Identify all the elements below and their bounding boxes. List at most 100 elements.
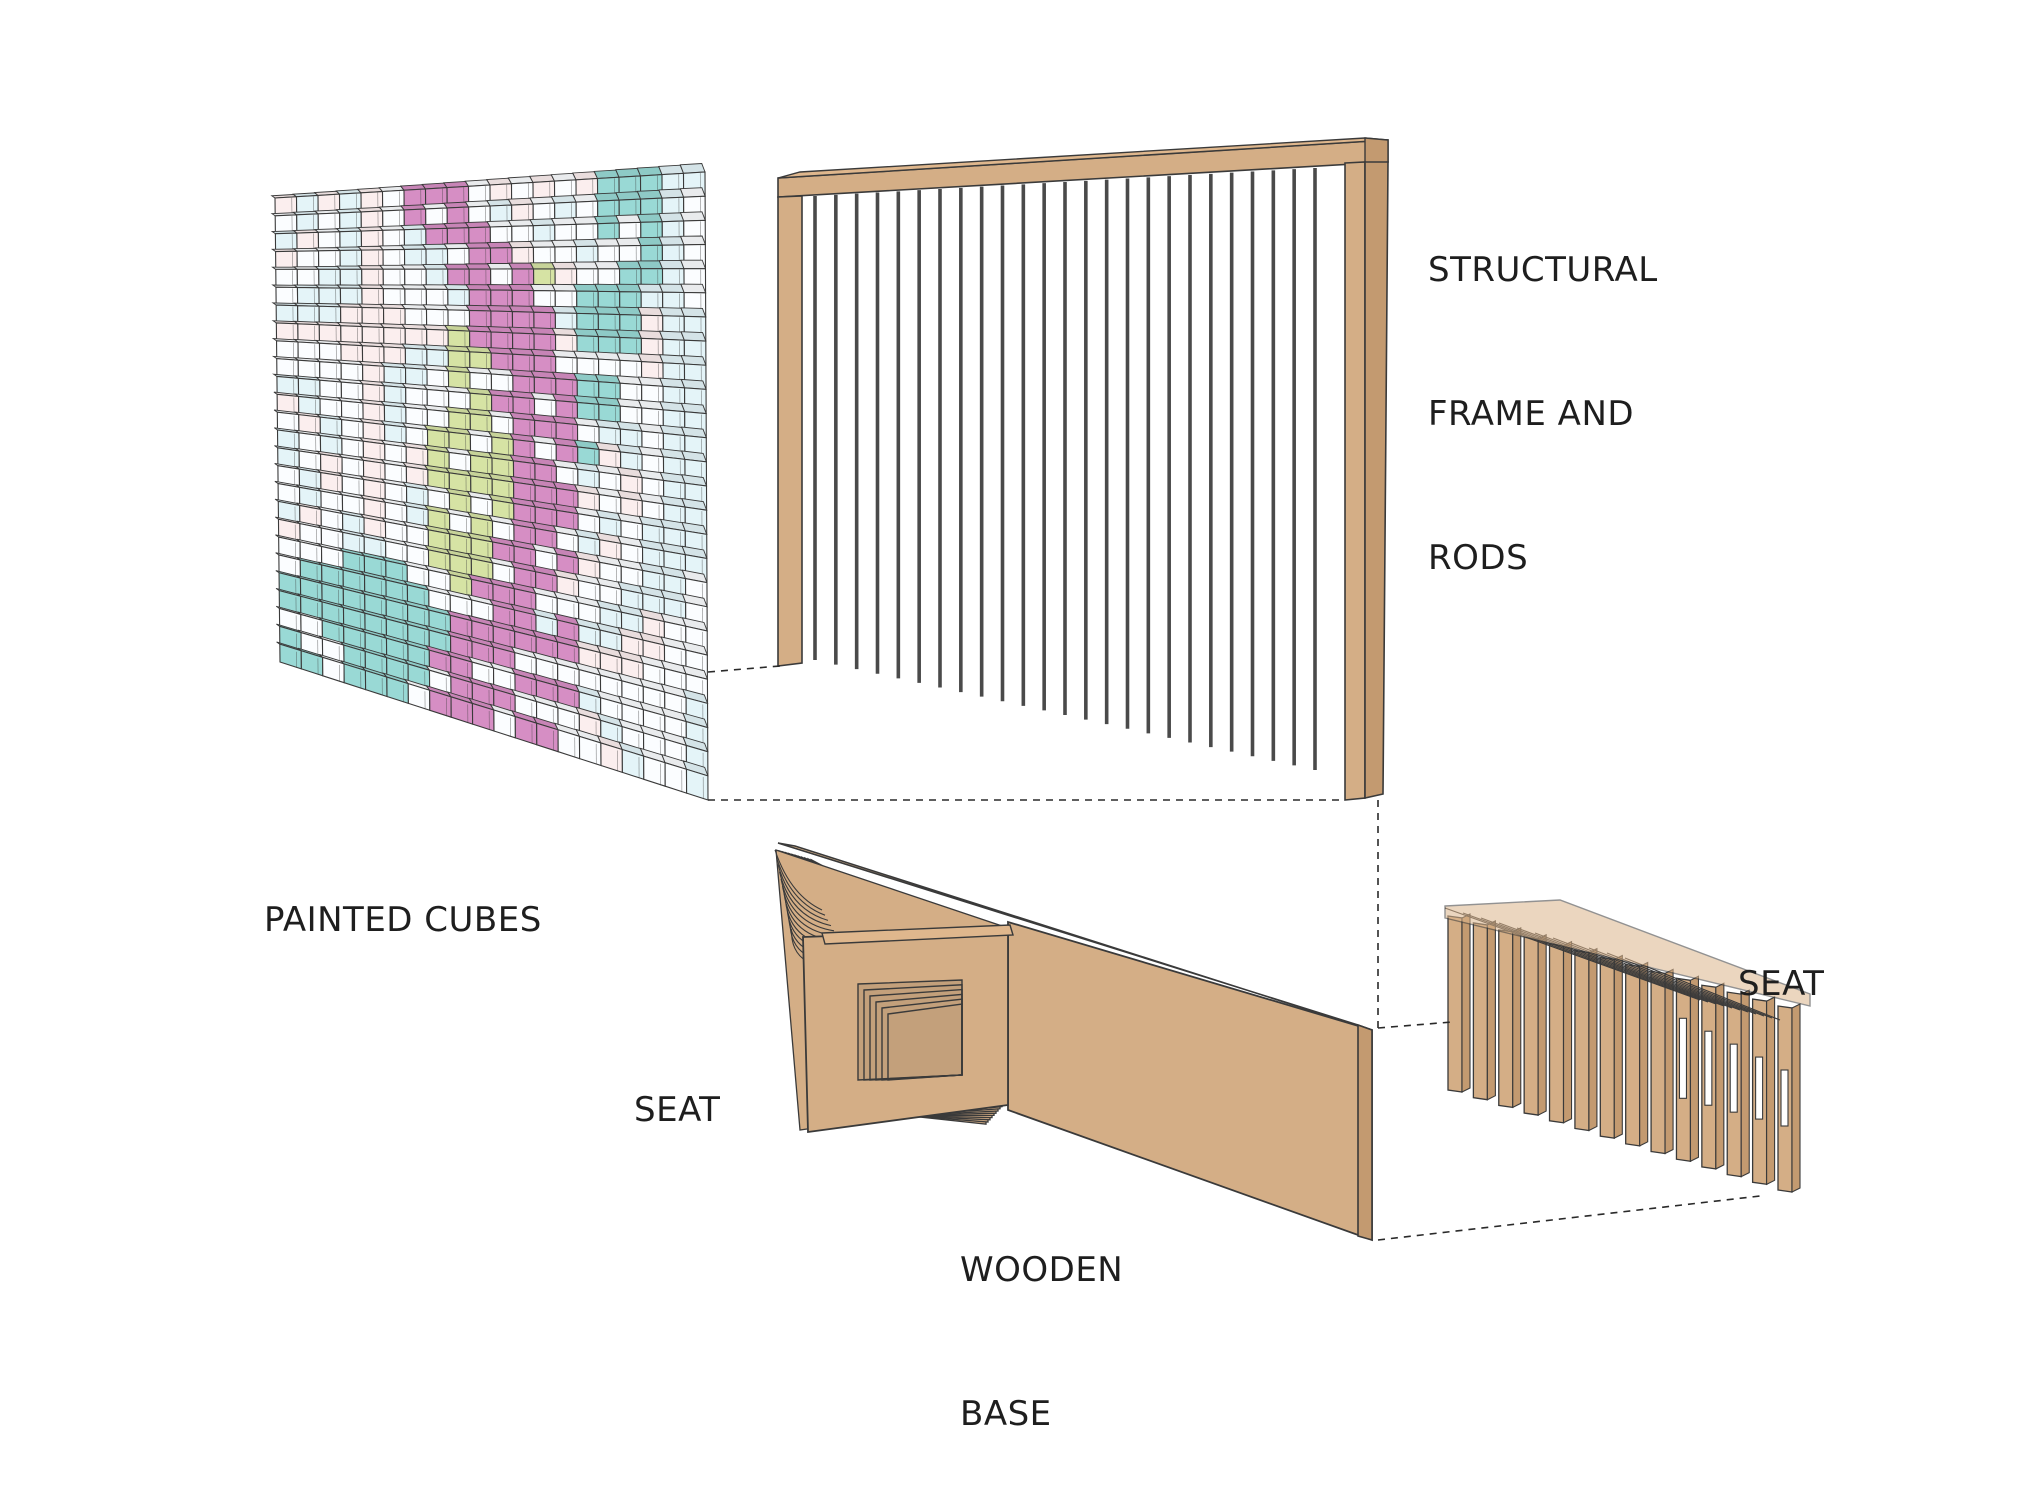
cube-top-face bbox=[573, 239, 598, 246]
wooden-base-label: WOODEN BASE bbox=[960, 1150, 1123, 1486]
cube-top-face bbox=[487, 242, 512, 248]
cube-top-face bbox=[616, 261, 641, 269]
cube-top-face bbox=[552, 284, 577, 291]
cube-top-face bbox=[659, 189, 684, 198]
cube-top-face bbox=[573, 217, 598, 224]
seat-cutout-frame bbox=[858, 980, 962, 1080]
cube-top-face bbox=[638, 284, 663, 292]
cube-top-face bbox=[681, 236, 706, 245]
cube-top-face bbox=[595, 239, 620, 247]
cube-top-face bbox=[530, 241, 555, 248]
seat-side-slat bbox=[1600, 958, 1614, 1139]
frame-left-post bbox=[778, 196, 802, 666]
seat-side-slat-edge bbox=[1614, 956, 1622, 1139]
structural-frame-line-2: FRAME AND bbox=[1428, 390, 1658, 438]
cube-top-face bbox=[573, 284, 598, 291]
cube-top-face bbox=[681, 212, 706, 221]
cube-top-face bbox=[531, 284, 556, 290]
vertical-rods bbox=[815, 168, 1315, 770]
seat-slot bbox=[1756, 1057, 1763, 1119]
structural-frame bbox=[778, 138, 1388, 800]
cube-top-face bbox=[616, 238, 641, 246]
frame-right-post-side bbox=[1365, 162, 1388, 798]
structural-frame-line-1: STRUCTURAL bbox=[1428, 246, 1658, 294]
seat-side-slat bbox=[1473, 923, 1487, 1100]
seat-side-slat bbox=[1575, 951, 1589, 1131]
seat-slot bbox=[1781, 1070, 1788, 1126]
base-panel-end bbox=[1358, 1025, 1372, 1240]
cube-top-face bbox=[488, 285, 513, 291]
cube-top-face bbox=[659, 261, 684, 269]
cube-top-face bbox=[444, 264, 469, 269]
seat-side-slat bbox=[1651, 971, 1665, 1153]
frame-top-beam-end bbox=[1365, 138, 1388, 165]
cube-top-face bbox=[638, 307, 663, 315]
cube-top-face bbox=[380, 265, 405, 269]
guide-line bbox=[1378, 1022, 1452, 1028]
seat-side-slat-edge bbox=[1665, 969, 1673, 1153]
painted-cubes-label: PAINTED CUBES bbox=[264, 800, 542, 992]
cube-top-face bbox=[659, 213, 684, 222]
cube-top-face bbox=[638, 214, 663, 222]
seat-side-slat-edge bbox=[1690, 976, 1698, 1161]
guide-line bbox=[708, 666, 780, 672]
cube-top-face bbox=[659, 284, 684, 292]
seat-side-slat-edge bbox=[1564, 942, 1572, 1123]
guide-line bbox=[1378, 1196, 1760, 1240]
seat-side-slat bbox=[1448, 916, 1462, 1092]
wooden-base-line-1: WOODEN bbox=[960, 1246, 1123, 1294]
seat-side-slat-edge bbox=[1716, 983, 1724, 1169]
left-seat bbox=[775, 850, 1013, 1132]
cube-top-face bbox=[616, 284, 641, 292]
cube-top-face bbox=[616, 215, 641, 223]
cube-top-face bbox=[659, 237, 684, 245]
cube-top-face bbox=[423, 265, 448, 270]
seat-side-slat-edge bbox=[1589, 949, 1597, 1131]
cube-top-face bbox=[681, 260, 706, 269]
seat-side-slat-edge bbox=[1513, 928, 1521, 1108]
seat-side-slat bbox=[1524, 937, 1538, 1115]
cube-top-face bbox=[595, 307, 620, 315]
cube-top-face bbox=[509, 263, 534, 269]
seat-side-slat-edge bbox=[1640, 962, 1648, 1145]
seat-side-slat bbox=[1626, 964, 1640, 1145]
cube-top-face bbox=[617, 307, 642, 315]
painted-cubes-text: PAINTED CUBES bbox=[264, 896, 542, 944]
structural-frame-label: STRUCTURAL FRAME AND RODS bbox=[1428, 150, 1658, 630]
cube-top-face bbox=[552, 240, 577, 247]
seat-side-slat bbox=[1550, 944, 1564, 1123]
cube-top-face bbox=[595, 216, 620, 224]
seat-side-slat-edge bbox=[1538, 935, 1546, 1115]
seat-side-slat bbox=[1499, 930, 1513, 1108]
wooden-base-line-2: BASE bbox=[960, 1390, 1123, 1438]
cube-top-face bbox=[681, 308, 706, 317]
frame-right-post-front bbox=[1345, 162, 1365, 800]
cube-top-face bbox=[530, 263, 555, 269]
seat-side-slat-edge bbox=[1487, 921, 1495, 1100]
cube-top-face bbox=[660, 308, 685, 317]
seat-slot bbox=[1679, 1018, 1686, 1098]
cube-top-face bbox=[466, 264, 491, 269]
seat-slot bbox=[1705, 1031, 1712, 1105]
seat-left-label: SEAT bbox=[634, 990, 720, 1182]
seat-side-slat-edge bbox=[1462, 914, 1470, 1092]
cube-top-face bbox=[595, 262, 620, 269]
seat-right-label: SEAT bbox=[1738, 864, 1824, 1056]
cube-top-face bbox=[681, 284, 706, 293]
seat-slot bbox=[1730, 1044, 1737, 1112]
cube-top-face bbox=[680, 188, 705, 197]
cube-top-face bbox=[487, 263, 512, 269]
cube-top-face bbox=[638, 261, 663, 269]
seat-right-text: SEAT bbox=[1738, 960, 1824, 1008]
cube-top-face bbox=[509, 284, 534, 290]
cube-top-face bbox=[638, 237, 663, 245]
seat-left-text: SEAT bbox=[634, 1086, 720, 1134]
cube-top-face bbox=[573, 262, 598, 269]
cube-top-face bbox=[401, 265, 426, 269]
cube-top-face bbox=[552, 262, 577, 269]
cube-top-face bbox=[509, 241, 534, 247]
painted-cube-wall bbox=[272, 164, 708, 800]
cube-top-face bbox=[595, 284, 620, 291]
exploded-assembly-diagram bbox=[0, 0, 2040, 1320]
structural-frame-line-3: RODS bbox=[1428, 534, 1658, 582]
